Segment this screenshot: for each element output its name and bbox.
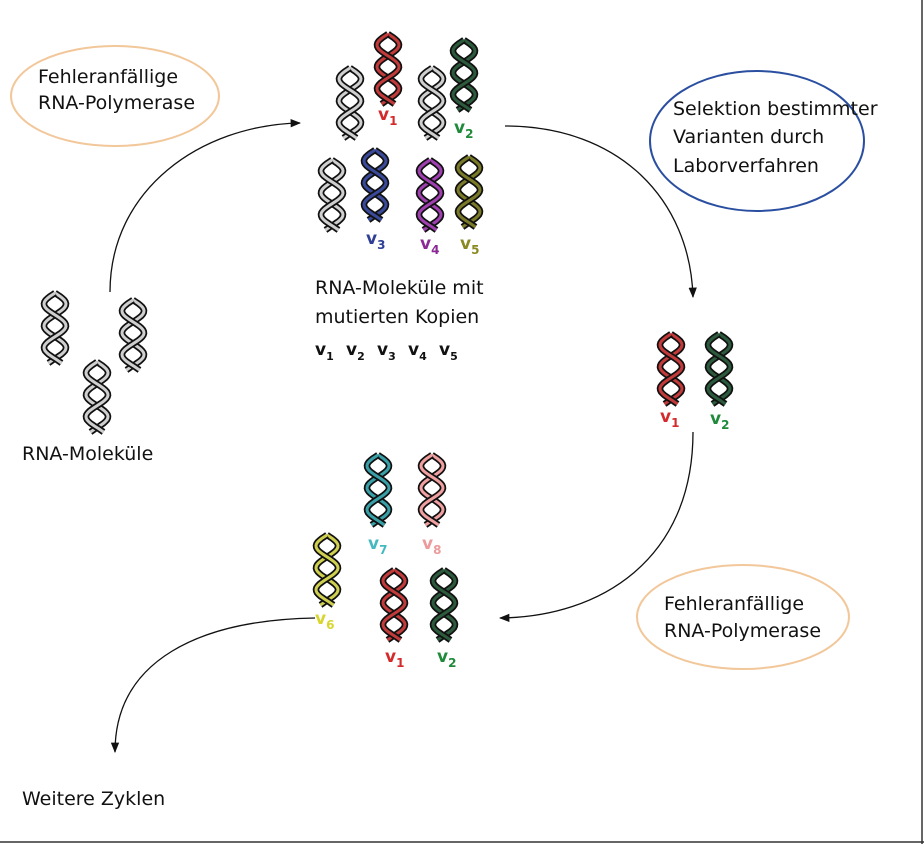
strand-fill [419,453,445,527]
strand-fill [362,148,388,222]
strand-fill [42,291,68,365]
rna-helix-v2 [704,331,734,407]
rna-helix [40,290,70,366]
variant-label-v1: v1 [315,340,334,363]
ellipse-text: Varianten durch [673,126,824,148]
arrow-to-mutation [109,119,302,293]
strand-fill [375,32,401,106]
strand-fill [42,291,68,365]
arrow-to-further-cycles [110,617,316,754]
variant-label-v2: v2 [710,409,729,432]
strand-fill [337,66,363,140]
strand-fill [120,298,146,372]
strand-fill [84,360,110,434]
rna-helix-v4 [415,157,445,233]
strand-fill [419,453,445,527]
rna-helix-v2 [449,37,479,113]
strand-fill [120,298,146,372]
strand-fill [319,158,345,232]
strand-fill [314,533,340,607]
ellipse-text: RNA-Polymerase [664,620,821,642]
strand-fill [419,66,445,140]
arrow-to-selection [504,125,697,299]
rna-helix-v8 [417,452,447,528]
rna-helix-v6 [312,532,342,608]
label-rna-molecules: RNA-Moleküle [22,443,153,465]
variant-label-v5: v5 [460,234,479,257]
rna-helix [417,65,447,141]
variant-label-v1: v1 [660,407,679,430]
rna-helix [335,65,365,141]
strand-fill [431,568,457,642]
rna-helix-v1 [379,567,409,643]
variant-label-v5: v5 [439,340,458,363]
strand-fill [381,568,407,642]
label-further-cycles: Weitere Zyklen [22,788,165,810]
variant-label-v2: v2 [454,118,473,141]
rna-helix [82,359,112,435]
strand-fill [381,568,407,642]
variant-label-v1: v1 [385,647,404,670]
strand-fill [658,332,684,406]
variant-label-v2: v2 [346,340,365,363]
strand-fill [706,332,732,406]
variant-list: v1 v2 v3 v4 v5 [315,340,458,363]
rna-helix-v7 [363,452,393,528]
strand-fill [658,332,684,406]
ellipse-text: Fehleranfällige [664,593,804,615]
strand-fill [417,158,443,232]
strand-fill [419,66,445,140]
variant-label-v3: v3 [366,229,385,252]
rna-helix-v3 [360,147,390,223]
strand-fill [451,38,477,112]
rna-helix [317,157,347,233]
variant-label-v2: v2 [437,647,456,670]
ellipse-text: Selektion bestimmter [673,98,878,120]
ellipse-text: RNA-Polymerase [38,92,195,114]
label-mutated-2: mutierten Kopien [315,306,479,328]
variant-label-v4: v4 [408,340,427,363]
strand-fill [451,38,477,112]
ellipse-polymerase-top: Fehleranfällige RNA-Polymerase [10,45,220,147]
strand-fill [337,66,363,140]
variant-label-v6: v6 [315,609,334,632]
rna-helix-v2 [429,567,459,643]
strand-fill [431,568,457,642]
rna-helix-v1 [656,331,686,407]
variant-label-v7: v7 [368,534,387,557]
rna-helix-v5 [454,154,484,230]
rna-helix-v1 [373,31,403,107]
strand-fill [456,155,482,229]
strand-fill [362,148,388,222]
label-mutated-1: RNA-Moleküle mit [315,277,484,299]
variant-label-v4: v4 [420,234,439,257]
strand-fill [365,453,391,527]
ellipse-text: Laborverfahren [673,155,819,177]
variant-label-v8: v8 [422,534,441,557]
strand-fill [365,453,391,527]
strand-fill [319,158,345,232]
variant-label-v3: v3 [377,340,396,363]
strand-fill [314,533,340,607]
strand-fill [417,158,443,232]
strand-fill [456,155,482,229]
strand-fill [375,32,401,106]
ellipse-selection: Selektion bestimmter Varianten durch Lab… [649,70,878,212]
ellipse-polymerase-bottom: Fehleranfällige RNA-Polymerase [636,564,850,670]
arrow-to-amplification [498,431,694,623]
rna-helix [118,297,148,373]
variant-label-v1: v1 [378,105,397,128]
strand-fill [84,360,110,434]
ellipse-text: Fehleranfällige [38,66,178,88]
strand-fill [706,332,732,406]
